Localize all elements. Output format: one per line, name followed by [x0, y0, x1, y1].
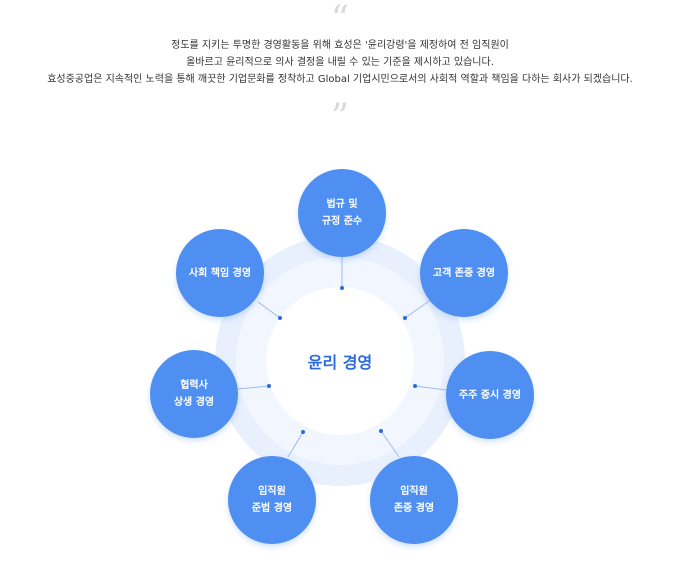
inner-circle — [266, 287, 414, 435]
node-label: 사회 책임 경영 — [188, 267, 252, 279]
node-label: 협력사 — [180, 380, 208, 391]
intro-line-2: 올바르고 윤리적으로 의사 결정을 내릴 수 있는 기준을 제시하고 있습니다. — [186, 57, 494, 68]
node-label: 임직원 — [400, 486, 428, 497]
node-partner-coexistence: 협력사 상생 경영 — [150, 350, 238, 438]
connector-dot-3 — [413, 384, 417, 388]
connector-6 — [237, 385, 270, 390]
node-legal-compliance: 법규 및 규정 준수 — [298, 169, 386, 257]
connector-3 — [414, 385, 447, 391]
connector-7 — [257, 301, 281, 319]
node-label: 임직원 — [258, 486, 286, 497]
connector-dot-4 — [379, 429, 383, 433]
node-label: 존중 경영 — [393, 503, 435, 514]
node-label: 준법 경영 — [251, 503, 293, 514]
connector-dot-7 — [278, 316, 282, 320]
node-label: 규정 준수 — [321, 216, 363, 227]
close-quote-icon: ” — [330, 97, 350, 138]
connector-5 — [287, 431, 304, 458]
node-label: 법규 및 — [326, 199, 358, 210]
node-shareholder: 주주 중시 경영 — [446, 351, 534, 439]
connector-dot-6 — [267, 384, 271, 388]
connector-dot-1 — [340, 286, 344, 290]
node-label: 상생 경영 — [173, 397, 215, 408]
connector-dot-5 — [301, 430, 305, 434]
node-label: 주주 중시 경영 — [458, 389, 522, 401]
node-customer-respect: 고객 존중 경영 — [420, 229, 508, 317]
node-employee-respect: 임직원 존중 경영 — [370, 456, 458, 544]
connector-4 — [380, 430, 400, 458]
center-label: 윤리 경영 — [307, 353, 373, 372]
open-quote-icon: “ — [330, 0, 350, 40]
connector-dot-2 — [403, 316, 407, 320]
intro-line-3: 효성중공업은 지속적인 노력을 통해 깨끗한 기업문화를 정착하고 Global… — [47, 74, 633, 85]
node-employee-compliance: 임직원 준법 경영 — [228, 456, 316, 544]
node-social-responsibility: 사회 책임 경영 — [176, 229, 264, 317]
intro-line-1: 정도를 지키는 투명한 경영활동을 위해 효성은 '윤리강령'을 제정하여 전 … — [171, 40, 509, 51]
intro-text: 정도를 지키는 투명한 경영활동을 위해 효성은 '윤리강령'을 제정하여 전 … — [0, 37, 680, 88]
node-label: 고객 존중 경영 — [432, 267, 496, 279]
